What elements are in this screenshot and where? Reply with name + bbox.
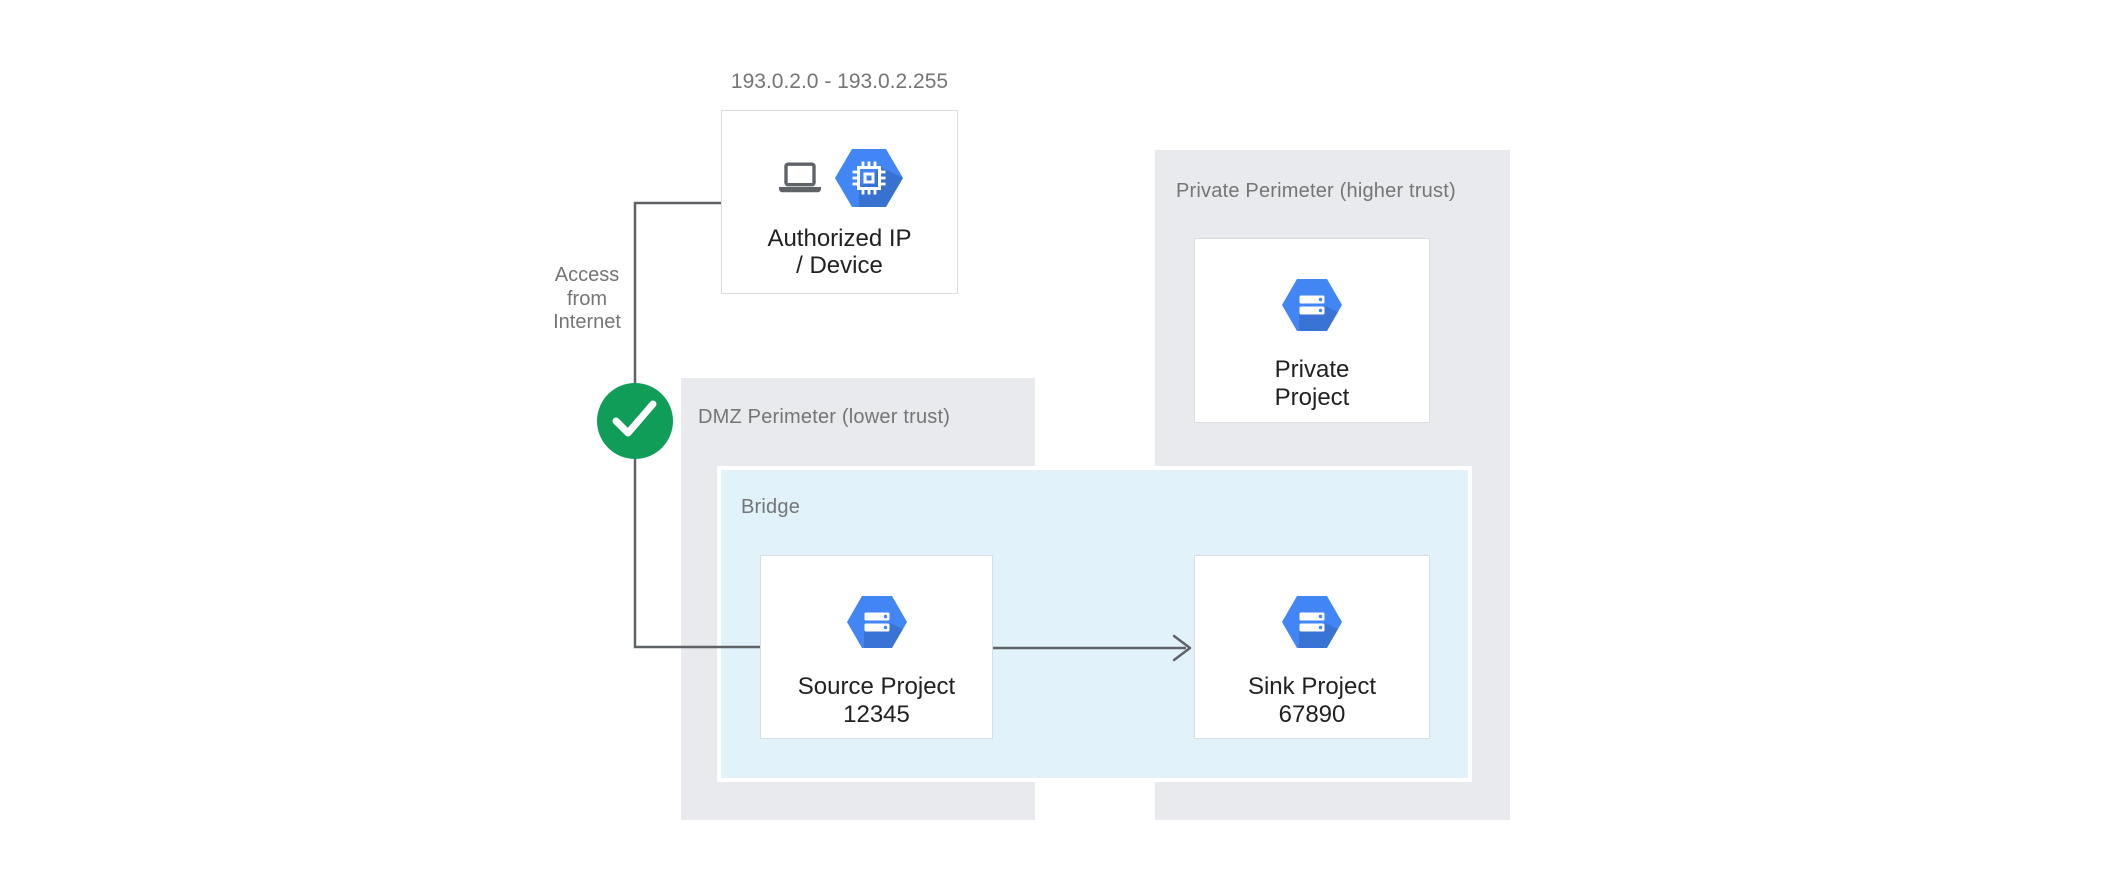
access-label-line1: Access: [554, 264, 620, 286]
ip-range-label: 193.0.2.0 - 193.0.2.255: [730, 70, 949, 93]
project-hexagon-icon: [1282, 596, 1342, 653]
authorized-title-line1: Authorized IP: [767, 225, 912, 252]
authorized-node-title: Authorized IP / Device: [767, 225, 911, 279]
private-project-name-line1: Private: [1274, 356, 1350, 383]
bridge-label: Bridge: [741, 496, 801, 518]
check-icon: [597, 381, 673, 462]
private-project-name-line2: Project: [1274, 384, 1350, 411]
laptop-icon: [777, 162, 823, 199]
dmz-perimeter-label: DMZ Perimeter (lower trust): [698, 406, 951, 428]
source-project-node: Source Project 12345: [760, 555, 993, 739]
authorized-node-icons: [777, 149, 903, 212]
project-hexagon-icon: [846, 596, 907, 653]
private-project-title: Private Project: [1275, 356, 1350, 412]
access-label-line2: from: [567, 287, 607, 310]
sink-project-node: Sink Project 67890: [1194, 555, 1430, 739]
sink-project-name: Sink Project: [1247, 673, 1377, 700]
project-hexagon-icon: [1282, 279, 1342, 336]
source-project-title: Source Project 12345: [798, 673, 955, 729]
check-badge: [597, 383, 673, 459]
compute-engine-hexagon-icon: [834, 149, 903, 212]
authorized-title-line2: / Device: [796, 252, 883, 279]
source-project-name: Source Project: [797, 673, 956, 700]
sink-project-id: 67890: [1278, 701, 1346, 728]
access-from-internet-label: Access from Internet: [527, 264, 647, 335]
source-project-id: 12345: [843, 701, 910, 728]
authorized-ip-device-node: Authorized IP / Device: [721, 110, 958, 294]
sink-project-title: Sink Project 67890: [1248, 673, 1376, 729]
private-project-node: Private Project: [1194, 238, 1430, 423]
private-perimeter-label: Private Perimeter (higher trust): [1176, 180, 1456, 202]
access-label-line3: Internet: [553, 311, 621, 333]
